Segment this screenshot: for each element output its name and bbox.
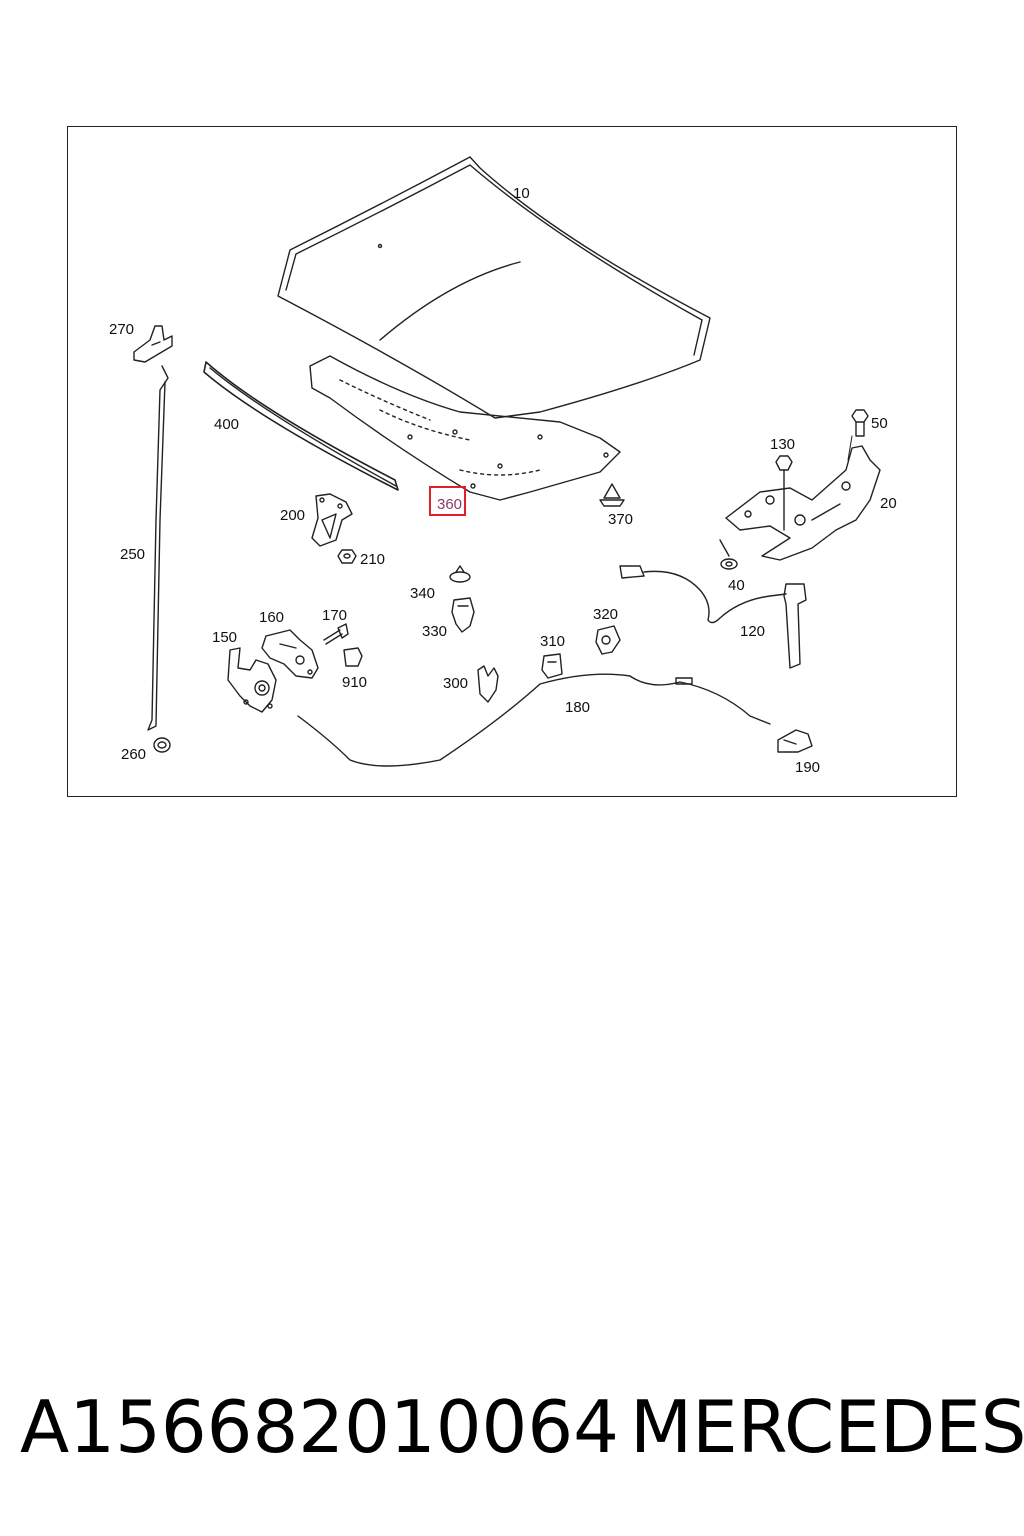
prop-rod-part-250: [147, 365, 169, 731]
callout-360: 360: [437, 496, 462, 513]
parts-diagram: 10 270 400 50 130 20 200 370 250 210 40 …: [109, 156, 897, 776]
callout-340: 340: [410, 585, 435, 602]
callout-360-highlight-box: [429, 486, 466, 516]
callout-250: 250: [120, 546, 145, 563]
callout-200: 200: [280, 507, 305, 524]
latch-lever-part-150: [227, 647, 277, 713]
release-handle-part-190: [777, 729, 813, 753]
nut-part-210: [337, 549, 357, 564]
callout-130: 130: [770, 436, 795, 453]
clip-part-300: [477, 665, 499, 703]
grommet-part-260: [153, 737, 171, 753]
callout-10: 10: [513, 185, 530, 202]
clip-part-310: [541, 653, 563, 679]
callout-180: 180: [565, 699, 590, 716]
callout-370: 370: [608, 511, 633, 528]
callout-260: 260: [121, 746, 146, 763]
brand-name: MERCEDES: [630, 1385, 1024, 1469]
cable-part-120: [619, 565, 807, 669]
washer-part-40: [719, 539, 738, 570]
bracket-part-200: [311, 493, 353, 547]
callout-labels: 10 270 400 50 130 20 200 370 250 210 40 …: [109, 185, 897, 776]
washer-part-340: [449, 565, 471, 583]
callout-400: 400: [214, 416, 239, 433]
callout-150: 150: [212, 629, 237, 646]
hood-part-10: [277, 156, 711, 419]
callout-330: 330: [422, 623, 447, 640]
callout-300: 300: [443, 675, 468, 692]
callout-320: 320: [593, 606, 618, 623]
part-number: A156682010064: [20, 1385, 619, 1469]
clip-part-910: [343, 647, 363, 667]
seal-strip-part-400: [203, 361, 399, 491]
callout-270: 270: [109, 321, 134, 338]
callout-190: 190: [795, 759, 820, 776]
latch-part-160: [261, 629, 319, 679]
callout-310: 310: [540, 633, 565, 650]
rivet-part-370: [599, 483, 625, 507]
callout-210: 210: [360, 551, 385, 568]
bracket-part-270: [133, 325, 173, 363]
callout-910: 910: [342, 674, 367, 691]
callout-20: 20: [880, 495, 897, 512]
callout-120: 120: [740, 623, 765, 640]
caption: A156682010064 MERCEDES: [0, 1372, 1024, 1482]
clip-part-320: [595, 625, 621, 655]
clip-part-330: [451, 597, 475, 633]
bolt-part-50: [851, 409, 869, 437]
callout-160: 160: [259, 609, 284, 626]
callout-170: 170: [322, 607, 347, 624]
callout-50: 50: [871, 415, 888, 432]
hinge-part-20: [725, 445, 881, 561]
insulation-mat-part-360: [309, 355, 621, 501]
parts-diagram-frame: [67, 126, 957, 797]
callout-40: 40: [728, 577, 745, 594]
bolt-part-170: [323, 623, 349, 645]
bowden-cable-part-180: [297, 673, 771, 767]
